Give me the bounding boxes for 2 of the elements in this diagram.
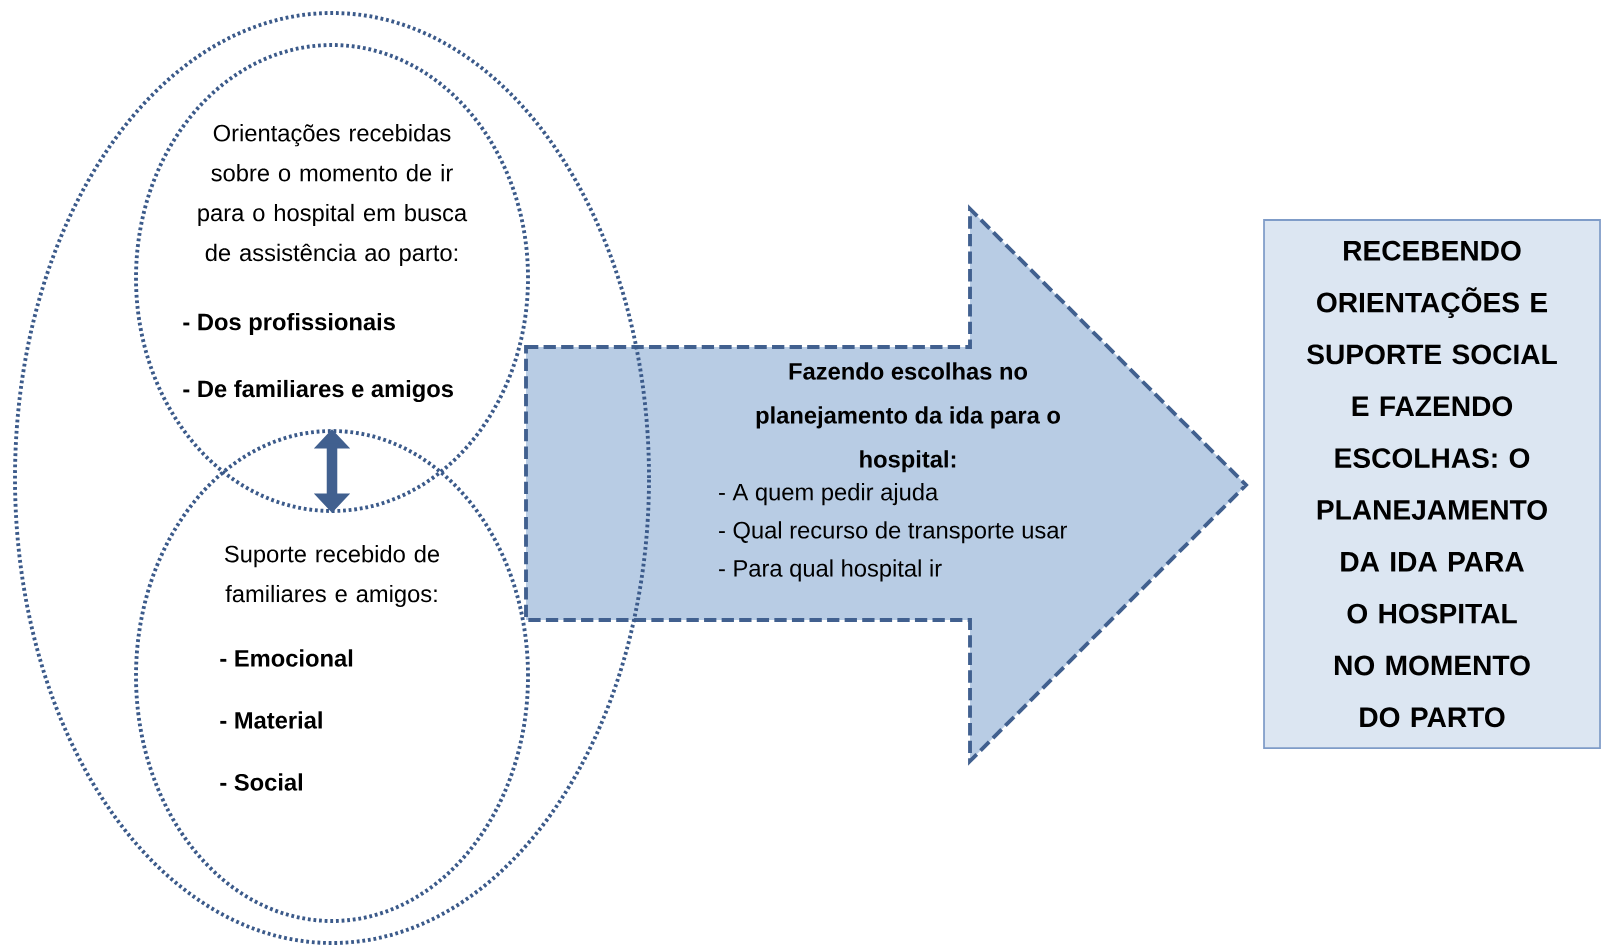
dotted-ellipse: [13, 11, 651, 945]
result-box: RECEBENDO ORIENTAÇÕES E SUPORTE SOCIAL E FAZENDO ESCOLHAS: O PLANEJAMENTO DA IDA PARA O HOSPITAL NO MOMENTO DO PARTO: [1263, 219, 1601, 749]
